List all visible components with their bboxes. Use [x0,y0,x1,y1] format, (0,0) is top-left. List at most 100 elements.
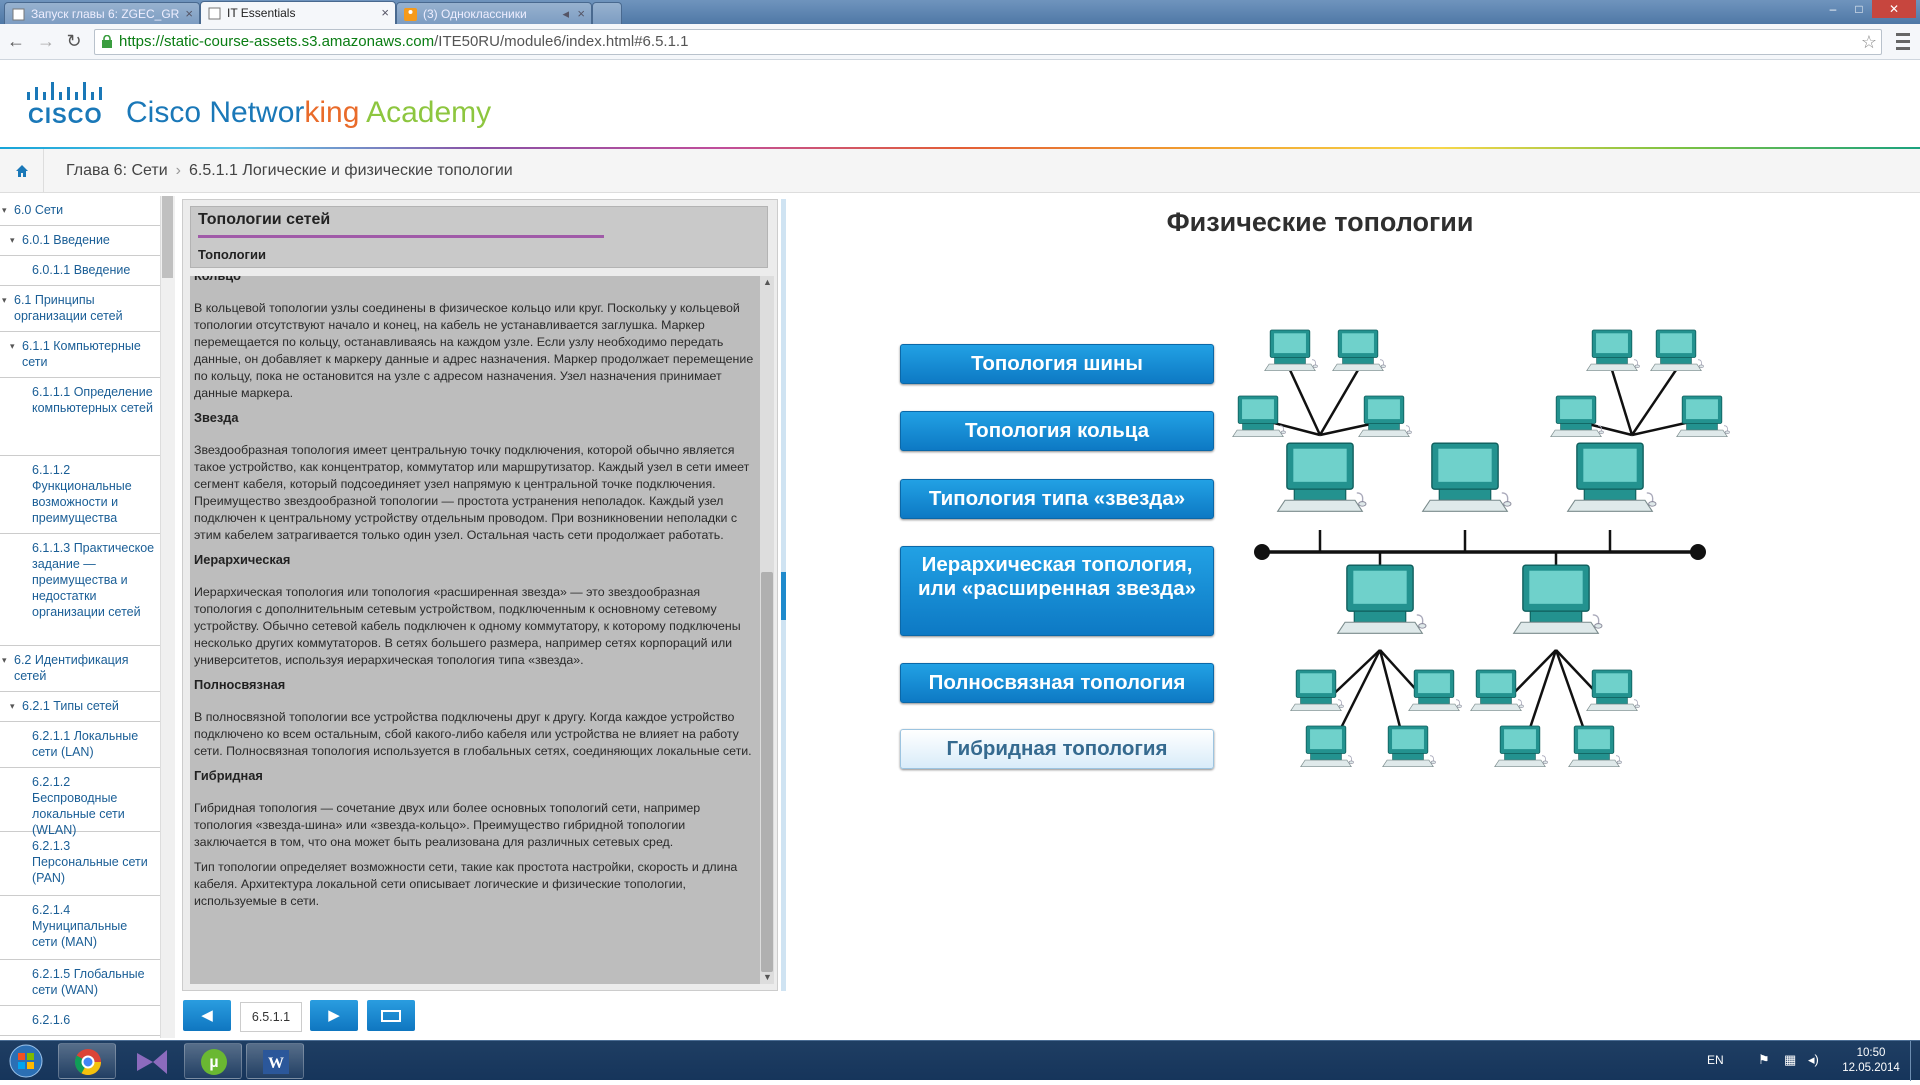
expand-triangle-icon[interactable]: ▾ [2,655,7,665]
hybrid-topology-diagram [1232,329,1730,768]
topology-button[interactable]: Топология кольца [900,411,1214,451]
bookmark-star-icon[interactable]: ☆ [1860,32,1877,52]
expand-triangle-icon[interactable]: ▾ [10,701,15,711]
sidebar-item[interactable]: ▾ 6.0.1 Введение [0,226,160,256]
next-page-button[interactable]: ▶ [310,1000,358,1031]
breadcrumb-trail: Глава 6: Сети›6.5.1.1 Логические и физич… [66,162,513,180]
computer-icon [1586,669,1640,712]
scroll-down-icon[interactable]: ▼ [763,972,772,982]
sidebar-item[interactable]: 6.2.1.2 Беспроводные локальные сети (WLA… [0,768,160,837]
back-icon[interactable]: ← [7,31,25,51]
cable-line [1269,420,1321,437]
splitter-handle[interactable] [781,572,786,620]
expand-triangle-icon[interactable]: ▾ [10,235,15,245]
maximize-icon[interactable]: □ [1855,2,1863,16]
topology-button[interactable]: Полносвязная топология [900,663,1214,703]
sidebar-item[interactable]: 6.0.1.1 Введение [0,256,160,286]
word-icon[interactable]: W [246,1043,304,1079]
sidebar-item[interactable]: ▾ 6.2.1 Типы сетей [0,692,160,722]
sidebar-item-label: 6.0 Сети [14,203,64,217]
sidebar-item[interactable]: 6.2.1.1 Локальные сети (LAN) [0,722,160,768]
forward-icon[interactable]: → [37,31,55,51]
home-icon [16,165,28,177]
breadcrumb: Глава 6: Сети›6.5.1.1 Логические и физич… [0,149,1920,193]
topology-button[interactable]: Типология типа «звезда» [900,479,1214,519]
tab-title: (3) Одноклассники [423,7,527,21]
svg-text:µ: µ [209,1054,218,1071]
window-close-icon[interactable]: ✕ [1872,0,1916,18]
sidebar-item[interactable]: ▾6.2 Идентификация сетей [0,646,160,692]
flag-icon[interactable]: ⚑ [1758,1052,1770,1067]
sidebar-item[interactable]: 6.2.1.5 Глобальные сети (WAN) [0,960,160,1006]
show-desktop-button[interactable] [1910,1041,1920,1081]
visual-studio-icon[interactable] [122,1043,180,1079]
computer-icon [1470,669,1524,712]
scroll-up-icon[interactable]: ▲ [763,277,772,287]
close-icon[interactable]: × [185,6,193,21]
topology-button[interactable]: Гибридная топология [900,729,1214,769]
sidebar-item-label: 6.2.1.6 [32,1013,71,1027]
address-bar[interactable]: https://static-course-assets.s3.amazonaw… [94,29,1882,55]
section-heading: Полносвязная [194,677,286,692]
sidebar-item[interactable]: 6.2.1.4 Муниципальные сети (MAN) [0,896,160,960]
utorrent-icon[interactable]: µ [184,1043,242,1079]
new-tab-button[interactable] [592,2,622,24]
close-icon[interactable]: × [381,5,389,20]
computer-icon [1650,329,1704,372]
tab-it-essentials[interactable]: IT Essentials × [200,1,396,24]
close-icon[interactable]: × [577,6,585,21]
computer-icon [1676,395,1730,438]
tab-odnoklassniki[interactable]: (3) Одноклассники ◂ × [396,2,592,24]
section-heading: Звезда [194,410,239,425]
language-indicator[interactable]: EN [1707,1053,1724,1067]
content-text[interactable]: КольцоВ кольцевой топологии узлы соедине… [190,276,762,984]
volume-icon[interactable]: ◂) [1808,1052,1819,1067]
section-heading: Гибридная [194,768,263,783]
sidebar-item[interactable]: ▾ 6.1.1 Компьютерные сети [0,332,160,378]
tab-zgec[interactable]: Запуск главы 6: ZGEC_GR × [4,2,200,24]
sidebar-item[interactable]: ▾ 6.1 Принципы организации сетей [0,286,160,332]
sidebar-item[interactable]: 6.1.1.1 Определение компьютерных сетей [0,378,160,456]
sidebar-item-label: 6.0.1 Введение [22,233,110,247]
arrow-right-icon: ▶ [328,1007,340,1024]
sidebar-item[interactable]: ▾ 6.0 Сети [0,196,160,226]
start-orb-icon[interactable] [6,1041,46,1081]
page-number[interactable]: 6.5.1.1 [240,1002,302,1032]
content-title: Топологии сетей [198,211,331,228]
chrome-icon[interactable] [58,1043,116,1079]
menu-icon[interactable] [1893,29,1913,53]
network-icon[interactable]: ▦ [1784,1052,1797,1067]
sidebar-item[interactable]: 6.2.1.6 [0,1006,160,1036]
sidebar-item[interactable]: 6.1.1.3 Практическое задание — преимущес… [0,534,160,646]
speaker-icon[interactable]: ◂ [562,6,569,21]
expand-triangle-icon[interactable]: ▾ [10,341,15,351]
title-underline [198,235,604,238]
url-path: /ITE50RU/module6/index.html#6.5.1.1 [434,33,689,50]
breadcrumb-chapter[interactable]: Глава 6: Сети [66,162,168,179]
topology-button[interactable]: Топология шины [900,344,1214,384]
sidebar-item[interactable]: 6.1.1.2 Функциональные возможности и пре… [0,456,160,534]
academy-title[interactable]: Cisco Networking Academy [126,96,491,130]
paragraph: Иерархическая топология или топология «р… [194,585,741,667]
page-icon [12,8,25,21]
sidebar-item[interactable]: 6.2.1.3 Персональные сети (PAN) [0,832,160,896]
computer-icon [1264,329,1318,372]
home-button[interactable] [0,149,44,193]
content-scroll-thumb[interactable] [761,572,773,972]
sidebar-item-label: 6.2.1 Типы сетей [22,699,119,713]
topology-button[interactable]: Иерархическая топология, или «расширенна… [900,546,1214,636]
sidebar-item-label: 6.1.1 Компьютерные сети [22,339,141,369]
minimize-icon[interactable]: – [1829,2,1837,16]
reload-icon[interactable]: ↻ [66,31,82,51]
sidebar-item-label: 6.1 Принципы организации сетей [14,293,123,323]
expand-triangle-icon[interactable]: ▾ [2,295,7,305]
sidebar-scrollbar[interactable] [160,196,175,1038]
sidebar-item-label: 6.2.1.4 Муниципальные сети (MAN) [32,903,128,949]
prev-page-button[interactable]: ◀ [183,1000,231,1031]
svg-text:W: W [268,1055,284,1072]
fullscreen-button[interactable] [367,1000,415,1031]
sidebar-scroll-thumb[interactable] [162,196,173,278]
expand-triangle-icon[interactable]: ▾ [2,205,7,215]
